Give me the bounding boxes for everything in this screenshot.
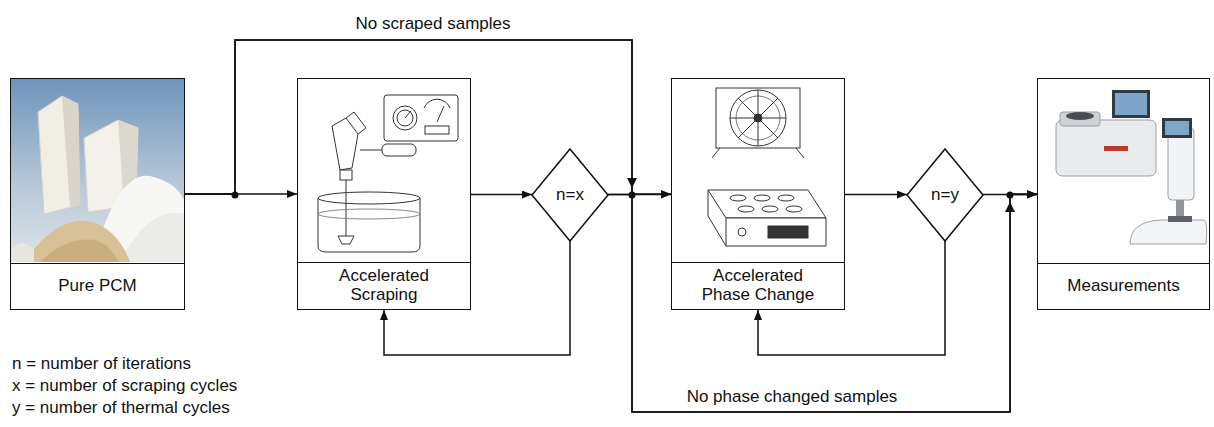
decision-label: n=x xyxy=(556,185,584,205)
process-box: Accelerated Phase Change xyxy=(671,78,845,310)
flow-arrow xyxy=(983,194,1037,196)
phase-change-apparatus xyxy=(708,88,826,246)
process-box: Accelerated Scraping xyxy=(297,78,471,310)
key-note: y = number of thermal cycles xyxy=(12,398,230,418)
decision-label: n=y xyxy=(931,185,959,205)
flow-arrow xyxy=(185,40,1037,412)
process-box: Measurements xyxy=(1037,78,1210,310)
scraping-apparatus xyxy=(318,95,458,252)
flow-arrow xyxy=(608,195,1037,413)
flow-arrow xyxy=(845,194,907,196)
box-label: Pure PCM xyxy=(58,276,136,296)
flow-arrow xyxy=(185,40,671,194)
key-note: n = number of iterations xyxy=(12,354,191,374)
image-area xyxy=(11,79,184,263)
box-label: Accelerated Phase Change xyxy=(694,266,822,305)
measurement-instruments xyxy=(1056,90,1207,244)
image-area xyxy=(672,79,844,262)
box-caption: Pure PCM xyxy=(11,263,184,309)
box-label: Measurements xyxy=(1067,276,1179,296)
box-caption: Accelerated Scraping xyxy=(298,262,470,309)
edge-label: No scraped samples xyxy=(353,14,514,34)
box-caption: Accelerated Phase Change xyxy=(672,262,844,309)
image-area xyxy=(1038,79,1209,263)
process-box: Pure PCM xyxy=(10,78,185,310)
edge-label: No phase changed samples xyxy=(684,387,901,407)
decision-diamond: n=x xyxy=(532,149,608,241)
box-label: Accelerated Scraping xyxy=(320,266,448,305)
image-area xyxy=(298,79,470,262)
pcm-photo xyxy=(11,79,184,262)
box-caption: Measurements xyxy=(1038,263,1209,309)
key-note: x = number of scraping cycles xyxy=(12,376,237,396)
decision-diamond: n=y xyxy=(907,149,983,241)
flow-arrow xyxy=(471,194,532,196)
